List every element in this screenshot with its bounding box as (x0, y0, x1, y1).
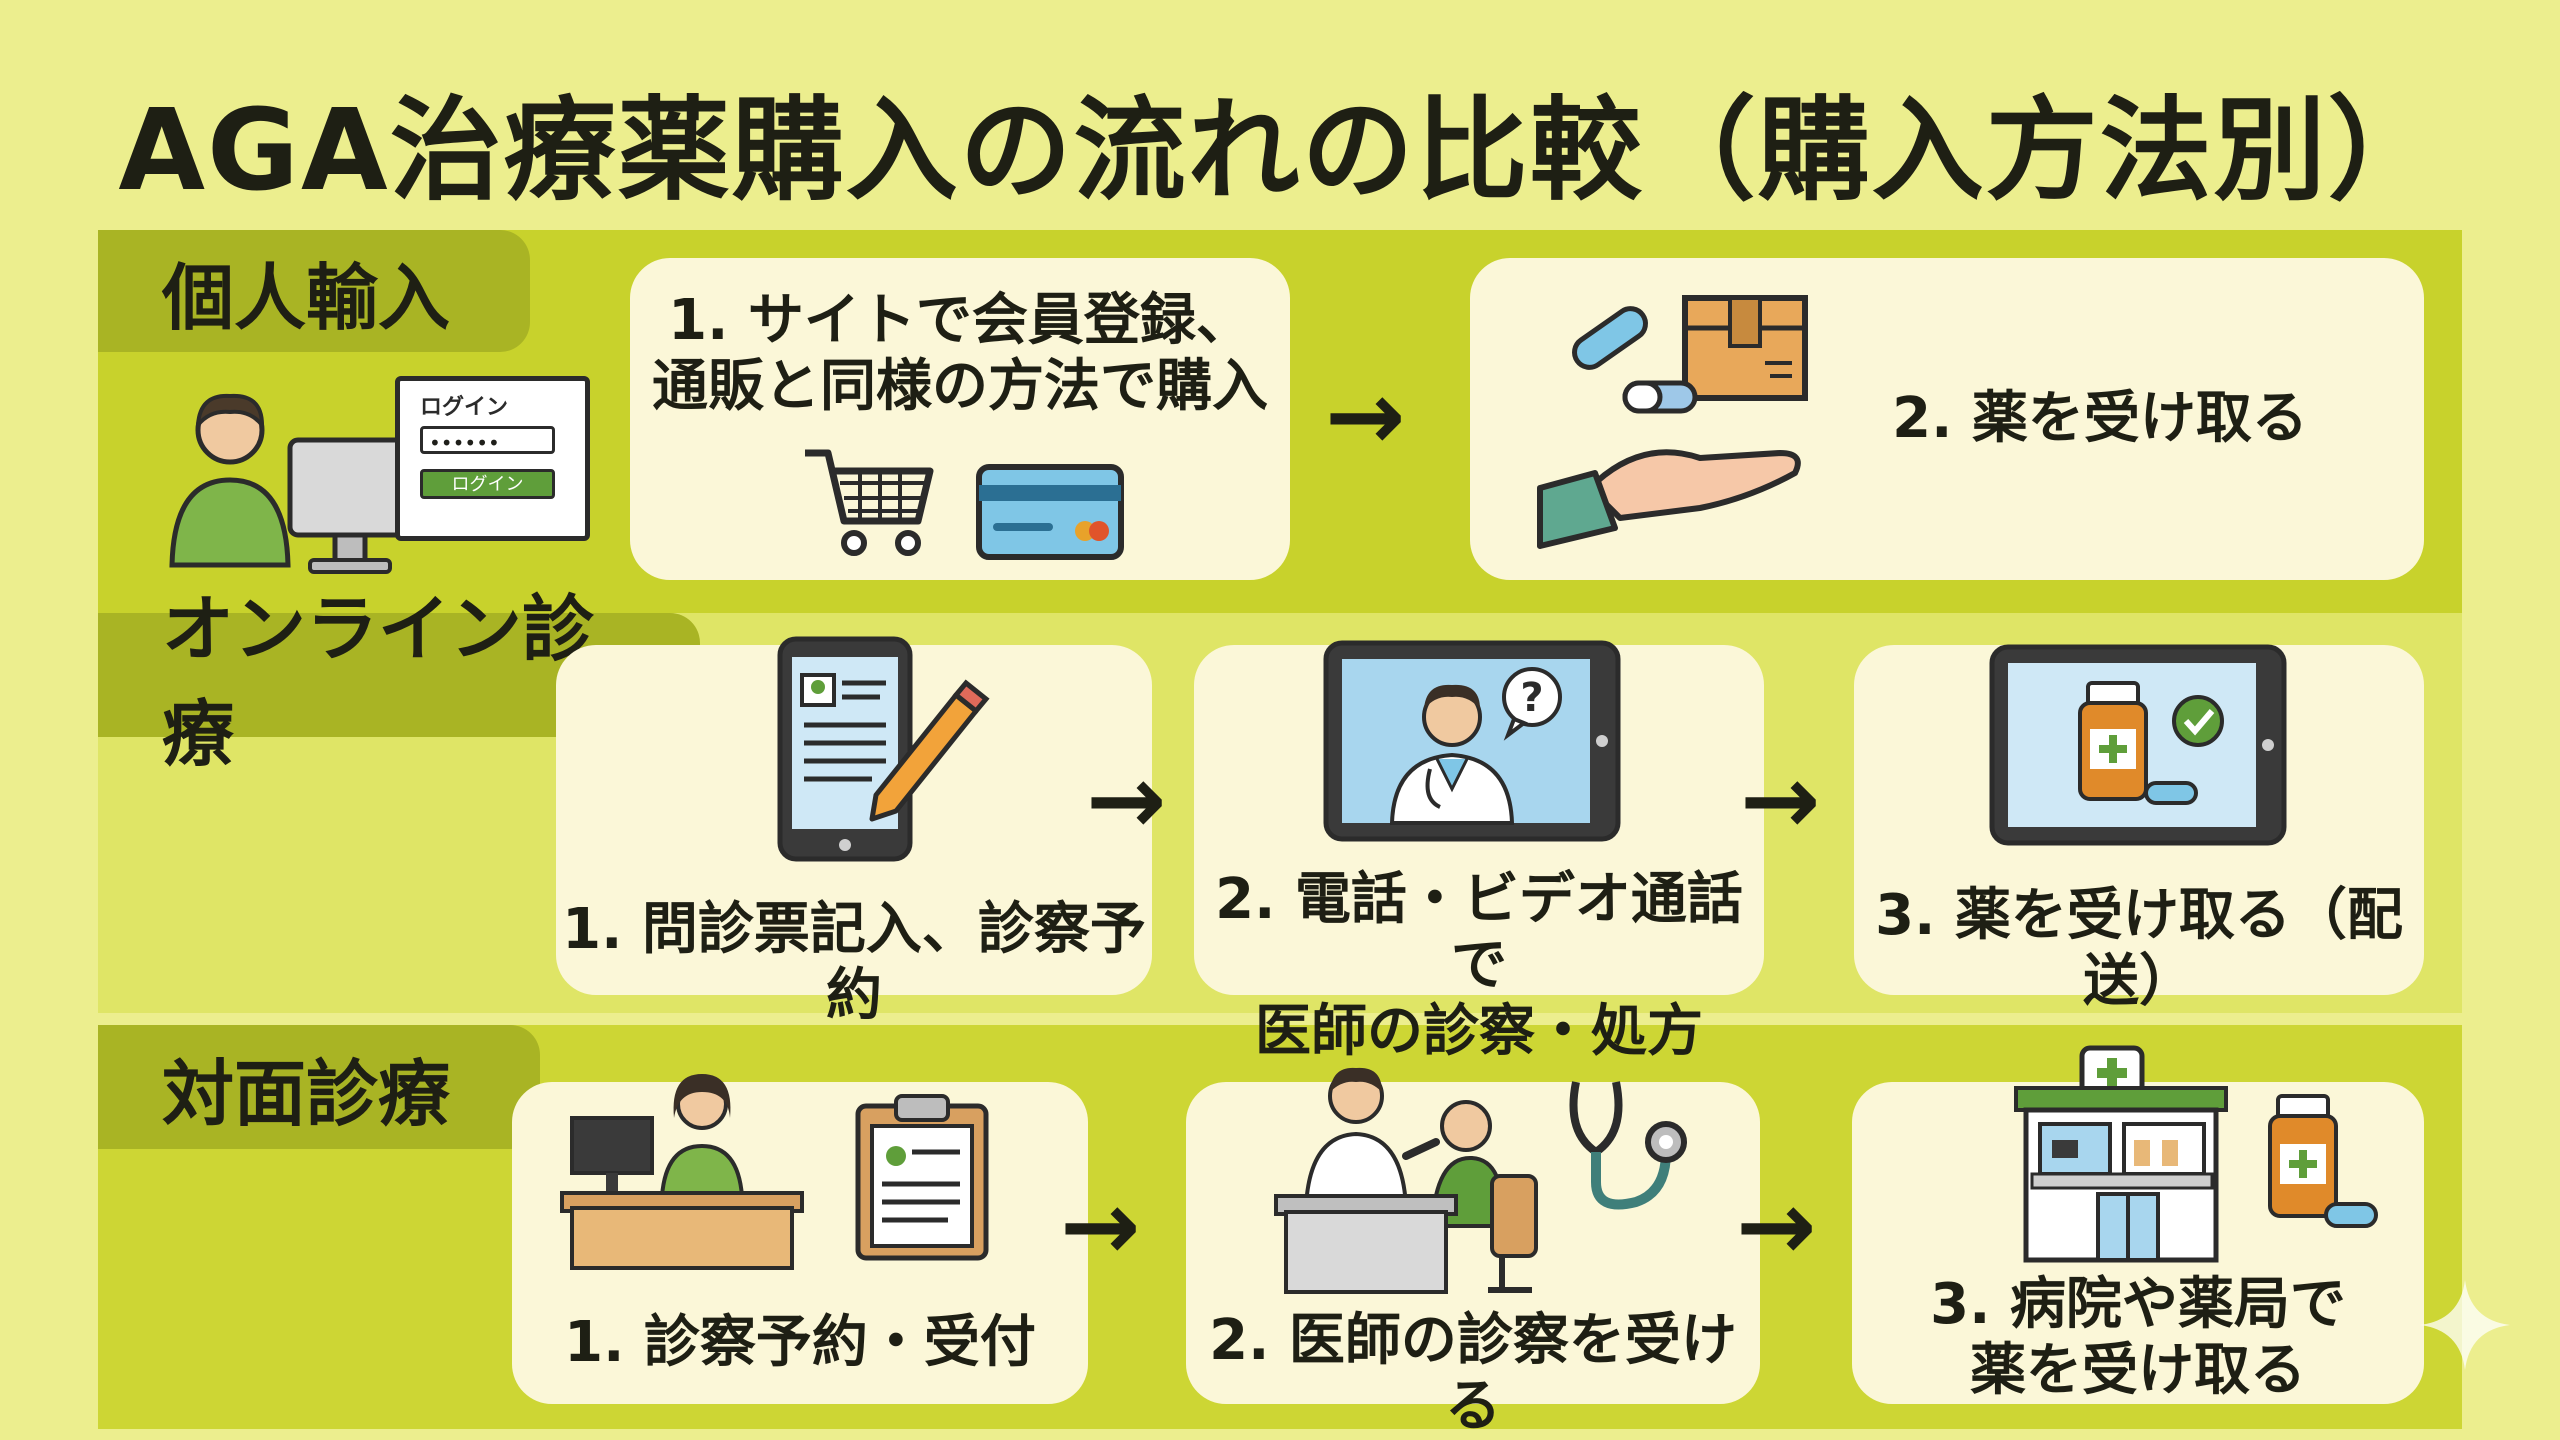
tablet-medicine-icon (1989, 644, 2287, 846)
step-text-kojin-2: 2. 薬を受け取る (1892, 386, 2308, 451)
step-text-online-1: 1. 問診票記入、診察予約 (562, 897, 1146, 1028)
check-icon (2172, 695, 2224, 747)
arrow-taimen-1: → (1060, 1170, 1141, 1282)
step-card-kojin-2: 2. 薬を受け取る (1470, 258, 2424, 580)
capsule-icon (1572, 306, 1698, 414)
arrow-taimen-2: → (1736, 1170, 1817, 1282)
step-text-online-2: 2. 電話・ビデオ通話で 医師の診察・処方 (1215, 867, 1743, 1064)
step-card-taimen-2: 2. 医師の診察を受ける (1186, 1067, 1760, 1439)
reception-desk-icon (560, 1074, 804, 1270)
step-card-taimen-3: 3. 病院や薬局で 薬を受け取る (1852, 1045, 2424, 1404)
page-title: AGA治療薬購入の流れの比較（購入方法別） (118, 86, 2442, 216)
shopping-cart-icon (805, 449, 934, 556)
step-card-online-3: 3. 薬を受け取る（配送） (1854, 644, 2424, 1014)
arrow-kojin-1: → (1325, 360, 1406, 472)
step-text-online-3: 3. 薬を受け取る（配送） (1875, 883, 2403, 1014)
section-label-in-person-consultation: 対面診療 (98, 1025, 540, 1149)
tablet-doctor-icon: ? (1323, 640, 1621, 842)
login-window-icon: ログイン •••••• ログイン (395, 376, 590, 541)
sparkle-icon (2420, 1280, 2510, 1370)
medicine-bottle-icon (2268, 1094, 2378, 1228)
stethoscope-icon (1569, 1081, 1687, 1210)
package-hand-icon (1537, 295, 1808, 549)
pencil-icon (869, 679, 990, 822)
credit-card-icon (976, 464, 1124, 560)
svg-text:?: ? (1520, 675, 1543, 721)
step-card-kojin-1: 1. サイトで会員登録、 通販と同様の方法で購入 (630, 258, 1290, 580)
step-text-taimen-3: 3. 病院や薬局で 薬を受け取る (1930, 1272, 2346, 1403)
smartphone-form-icon (777, 636, 990, 862)
login-window-title: ログイン (420, 395, 509, 420)
doctor-consult-icon (1274, 1067, 1538, 1294)
step-text-kojin-1: 1. サイトで会員登録、 通販と同様の方法で購入 (652, 288, 1268, 419)
step-text-taimen-1: 1. 診察予約・受付 (564, 1310, 1036, 1375)
pharmacy-building-icon (2014, 1045, 2228, 1263)
step-card-online-2: ? 2. 電話・ビデオ通話で 医師の診察・処方 (1194, 640, 1764, 1064)
question-bubble-icon: ? (1502, 667, 1562, 741)
clipboard-icon (855, 1094, 989, 1261)
step-text-taimen-2: 2. 医師の診察を受ける (1209, 1308, 1737, 1439)
person-at-computer-icon (169, 393, 413, 574)
step-card-online-1: 1. 問診票記入、診察予約 (556, 636, 1152, 1028)
login-button: ログイン (420, 469, 555, 499)
section-label-personal-import: 個人輸入 (98, 230, 530, 352)
step-card-taimen-1: 1. 診察予約・受付 (512, 1074, 1088, 1404)
arrow-online-1: → (1086, 744, 1167, 856)
password-field: •••••• (420, 426, 555, 455)
arrow-online-2: → (1740, 744, 1821, 856)
